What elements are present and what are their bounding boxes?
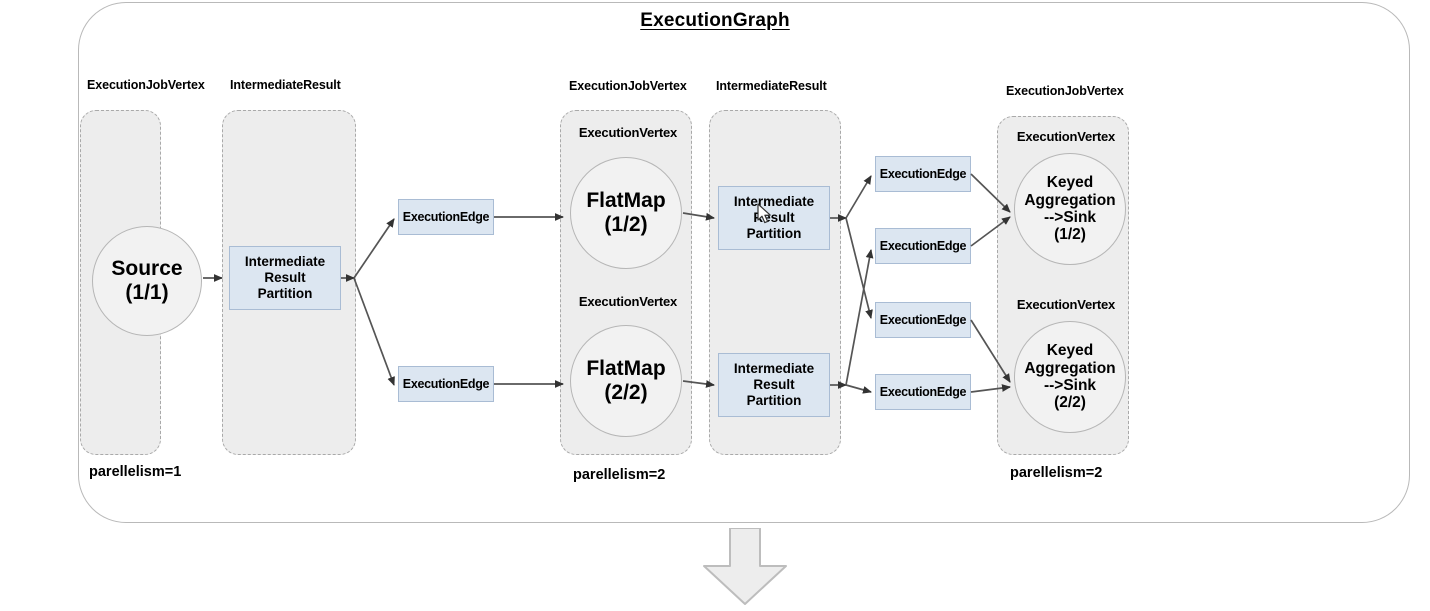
lane-caption: ExecutionJobVertex	[87, 78, 205, 92]
execution-edge-label: ExecutionEdge	[879, 238, 967, 253]
execution-edge-label: ExecutionEdge	[402, 209, 490, 224]
execution-edge-label: ExecutionEdge	[879, 384, 967, 399]
node-label: FlatMap(2/2)	[586, 357, 666, 404]
execution-edge-1[interactable]: ExecutionEdge	[398, 199, 494, 235]
flatmap-1-node[interactable]: FlatMap(1/2)	[570, 157, 682, 269]
parallelism-label: parellelism=2	[1010, 465, 1103, 481]
mouse-cursor	[757, 203, 773, 230]
node-label: Source(1/1)	[111, 257, 183, 304]
lane-caption: IntermediateResult	[230, 78, 341, 92]
parallelism-label: parellelism=2	[573, 467, 666, 483]
node-label: FlatMap(1/2)	[586, 189, 666, 236]
lane-caption: ExecutionJobVertex	[569, 79, 687, 93]
execution-edge-3[interactable]: ExecutionEdge	[875, 156, 971, 192]
execution-edge-5[interactable]: ExecutionEdge	[875, 302, 971, 338]
page-title: ExecutionGraph	[640, 10, 790, 31]
execution-edge-2[interactable]: ExecutionEdge	[398, 366, 494, 402]
execution-vertex-caption: ExecutionVertex	[578, 125, 678, 140]
execution-vertex-caption: ExecutionVertex	[1016, 129, 1116, 144]
flatmap-2-node[interactable]: FlatMap(2/2)	[570, 325, 682, 437]
parallelism-label: parellelism=1	[89, 464, 182, 480]
source-node[interactable]: Source(1/1)	[92, 226, 202, 336]
lane-caption: ExecutionJobVertex	[1006, 84, 1124, 98]
flow-down-arrow	[700, 527, 790, 611]
lane-caption: IntermediateResult	[716, 79, 827, 93]
execution-edge-label: ExecutionEdge	[879, 312, 967, 327]
execution-edge-label: ExecutionEdge	[879, 166, 967, 181]
execution-edge-6[interactable]: ExecutionEdge	[875, 374, 971, 410]
execution-vertex-caption: ExecutionVertex	[578, 294, 678, 309]
execution-edge-4[interactable]: ExecutionEdge	[875, 228, 971, 264]
execution-edge-label: ExecutionEdge	[402, 376, 490, 391]
execution-vertex-caption: ExecutionVertex	[1016, 297, 1116, 312]
